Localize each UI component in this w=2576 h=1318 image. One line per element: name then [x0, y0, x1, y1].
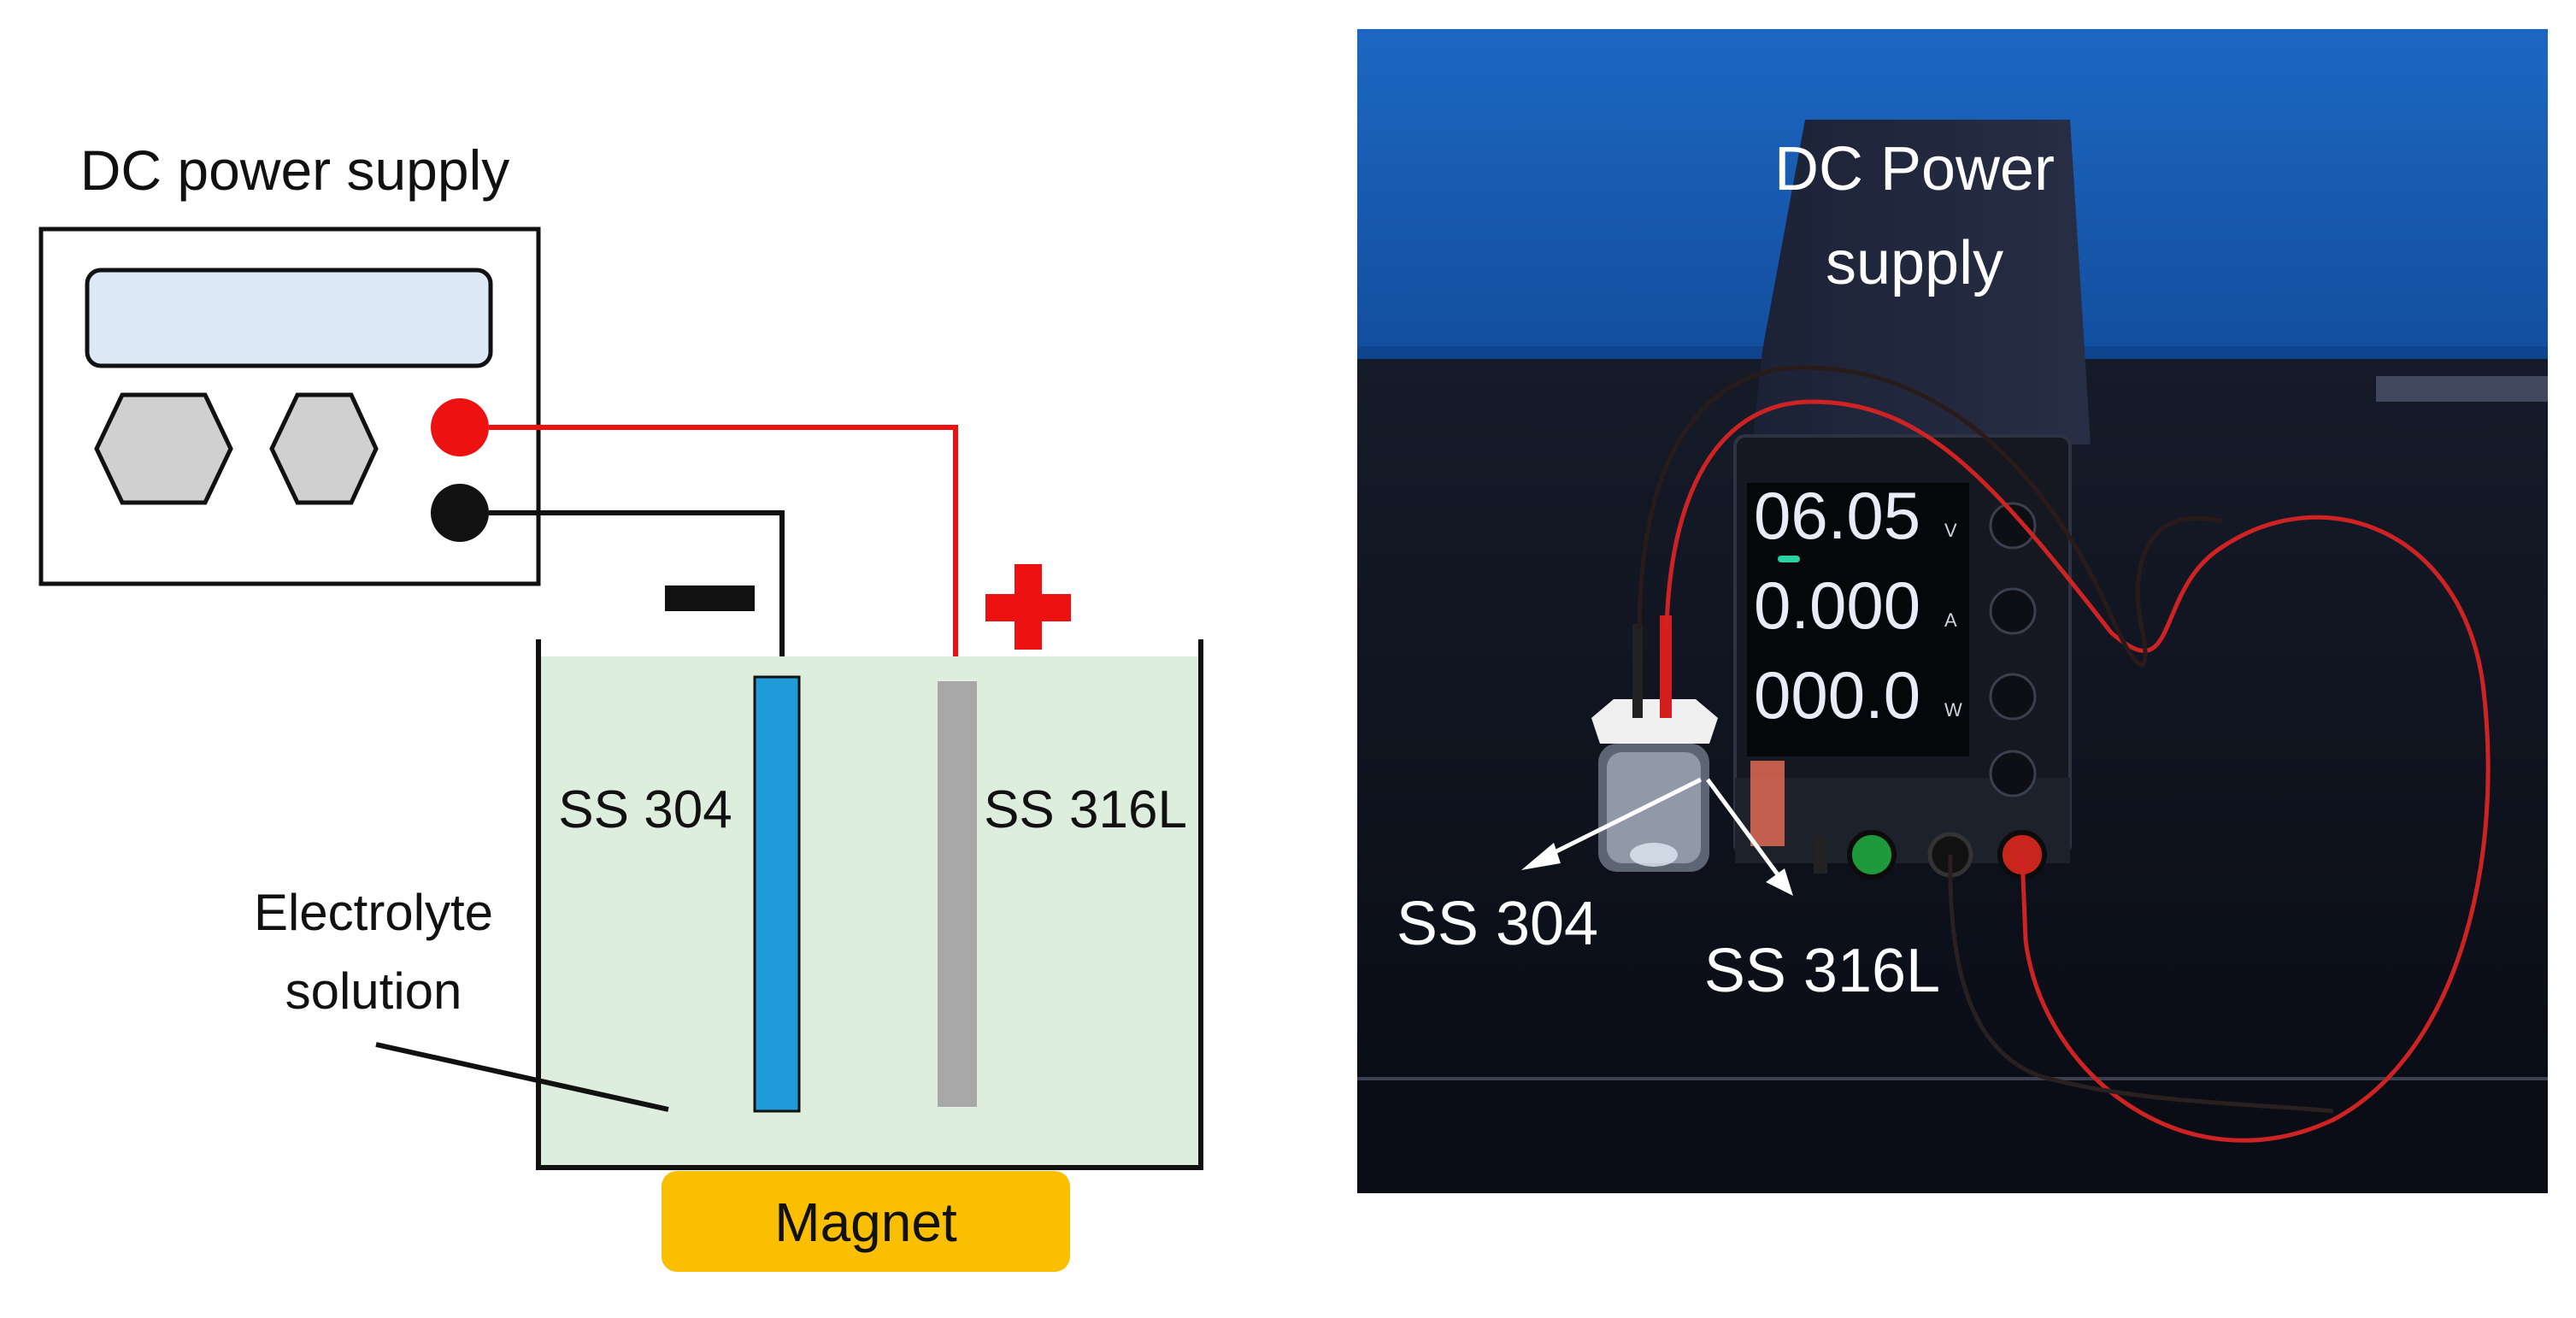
- electrolyte-liquid: [538, 656, 1201, 1168]
- photo-display-panel: [1747, 483, 1969, 756]
- photo-display-voltage: 06.05: [1754, 478, 1920, 553]
- ss316l-electrode: [938, 681, 977, 1107]
- photo-knob-column: [1989, 502, 2037, 797]
- positive-sign-icon: [985, 564, 1071, 650]
- beaker-outline: [536, 639, 1203, 1170]
- ss316l-label: SS 316L: [984, 780, 1187, 839]
- photo-red-wire: [1664, 399, 2491, 1143]
- photo-unit-current: A: [1944, 609, 1957, 631]
- magnet-label: Magnet: [774, 1191, 957, 1253]
- photo-black-wire: [1637, 365, 2223, 667]
- photo-lower-black-wire: [1948, 854, 2334, 1114]
- photo-ss316l-arrow: [1705, 778, 1793, 896]
- photo-display-power: 000.0: [1754, 657, 1920, 733]
- photo-beaker: [1591, 615, 1785, 872]
- electrolyte-pointer-line: [375, 1042, 669, 1112]
- negative-terminal-icon: [431, 484, 489, 542]
- photo-unit-power: W: [1944, 699, 1962, 721]
- schematic-panel: DC power supply SS 304 SS 316L Electroly…: [38, 138, 1203, 1272]
- photo-ss316l-label: SS 316L: [1704, 937, 1940, 1005]
- electrolyte-label-line1: Electrolyte: [254, 884, 493, 941]
- negative-wire: [489, 510, 785, 677]
- photo-ss304-arrow: [1521, 777, 1703, 870]
- ss304-label: SS 304: [558, 780, 732, 839]
- magnet-block: [662, 1171, 1070, 1272]
- photo-ss304-label: SS 304: [1397, 890, 1598, 958]
- photo-unit-voltage: V: [1944, 520, 1957, 541]
- photo-title-line1: DC Power: [1774, 135, 2055, 203]
- photo-title-line2: supply: [1826, 229, 2003, 297]
- knob-left-icon: [94, 392, 233, 505]
- positive-terminal-icon: [431, 398, 489, 456]
- ss304-electrode: [753, 675, 801, 1113]
- power-supply-display: [85, 268, 493, 368]
- photo-paper-cover: [1752, 120, 2091, 444]
- photo-panel: 06.05 V 0.000 A 000.0 W: [1357, 29, 2548, 1193]
- negative-sign-icon: [665, 585, 755, 611]
- power-supply-title: DC power supply: [80, 138, 510, 202]
- photo-display-current: 0.000: [1754, 568, 1920, 643]
- electrolyte-label-line2: solution: [285, 962, 462, 1020]
- knob-right-icon: [269, 392, 379, 505]
- positive-wire: [489, 425, 958, 677]
